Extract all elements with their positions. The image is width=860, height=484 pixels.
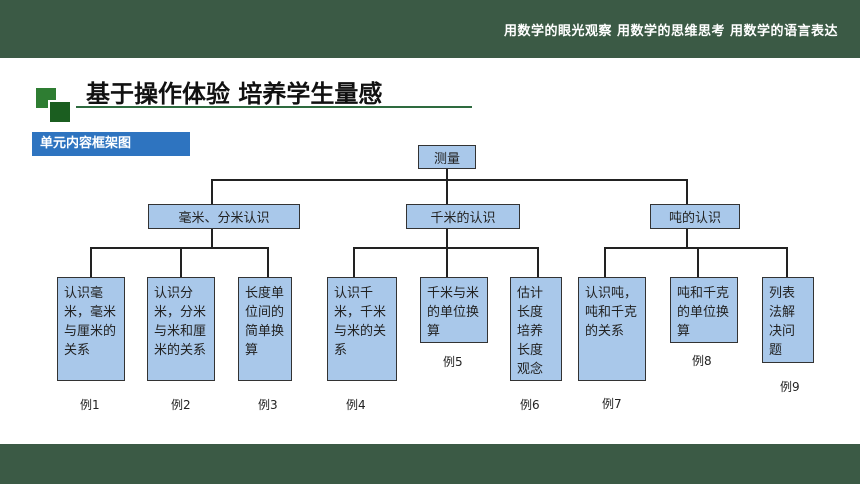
group3-drop-2	[697, 247, 699, 277]
example-label-1: 例1	[80, 398, 100, 412]
root-node: 测量	[418, 145, 476, 169]
slide-title: 基于操作体验 培养学生量感	[86, 80, 383, 108]
section-tag: 单元内容框架图	[32, 132, 190, 156]
example-label-6: 例6	[520, 398, 540, 412]
group2-drop-2	[446, 247, 448, 277]
logo-square-icon-overlay	[48, 100, 72, 124]
branch-1	[211, 179, 213, 204]
group-node-2: 千米的认识	[406, 204, 520, 229]
leaf-node-7: 认识吨，吨和千克的关系	[578, 277, 646, 381]
example-label-4: 例4	[346, 398, 366, 412]
leaf-node-4: 认识千米，千米与米的关系	[327, 277, 397, 381]
slide-content	[0, 58, 860, 444]
leaf-node-1: 认识毫米，毫米与厘米的关系	[57, 277, 125, 381]
root-stem	[446, 168, 448, 180]
leaf-node-6: 估计长度培养长度观念	[510, 277, 562, 381]
group1-stem	[211, 229, 213, 248]
leaf-node-2: 认识分米，分米与米和厘米的关系	[147, 277, 215, 381]
header-motto: 用数学的眼光观察 用数学的思维思考 用数学的语言表达	[503, 24, 838, 39]
leaf-node-9: 列表法解决问题	[762, 277, 814, 363]
example-label-8: 例8	[692, 354, 712, 368]
group2-stem	[446, 229, 448, 248]
leaf-node-8: 吨和千克的单位换算	[670, 277, 738, 343]
group3-stem	[686, 229, 688, 248]
example-label-7: 例7	[602, 397, 622, 411]
group-node-3: 吨的认识	[650, 204, 740, 229]
example-label-9: 例9	[780, 380, 800, 394]
root-bar	[211, 179, 686, 181]
group3-bar	[604, 247, 787, 249]
example-label-2: 例2	[171, 398, 191, 412]
group2-bar	[353, 247, 538, 249]
group2-drop-3	[537, 247, 539, 277]
group1-drop-2	[180, 247, 182, 277]
branch-3	[686, 179, 688, 204]
group3-drop-3	[786, 247, 788, 277]
group1-drop-3	[267, 247, 269, 277]
example-label-3: 例3	[258, 398, 278, 412]
example-label-5: 例5	[443, 355, 463, 369]
group1-bar	[90, 247, 268, 249]
leaf-node-3: 长度单位间的简单换算	[238, 277, 292, 381]
group-node-1: 毫米、分米认识	[148, 204, 300, 229]
bottom-banner	[0, 444, 860, 484]
title-underline	[76, 106, 472, 108]
branch-2	[446, 179, 448, 204]
group1-drop-1	[90, 247, 92, 277]
group3-drop-1	[604, 247, 606, 277]
top-banner: 用数学的眼光观察 用数学的思维思考 用数学的语言表达	[0, 0, 860, 58]
leaf-node-5: 千米与米的单位换算	[420, 277, 488, 343]
group2-drop-1	[353, 247, 355, 277]
